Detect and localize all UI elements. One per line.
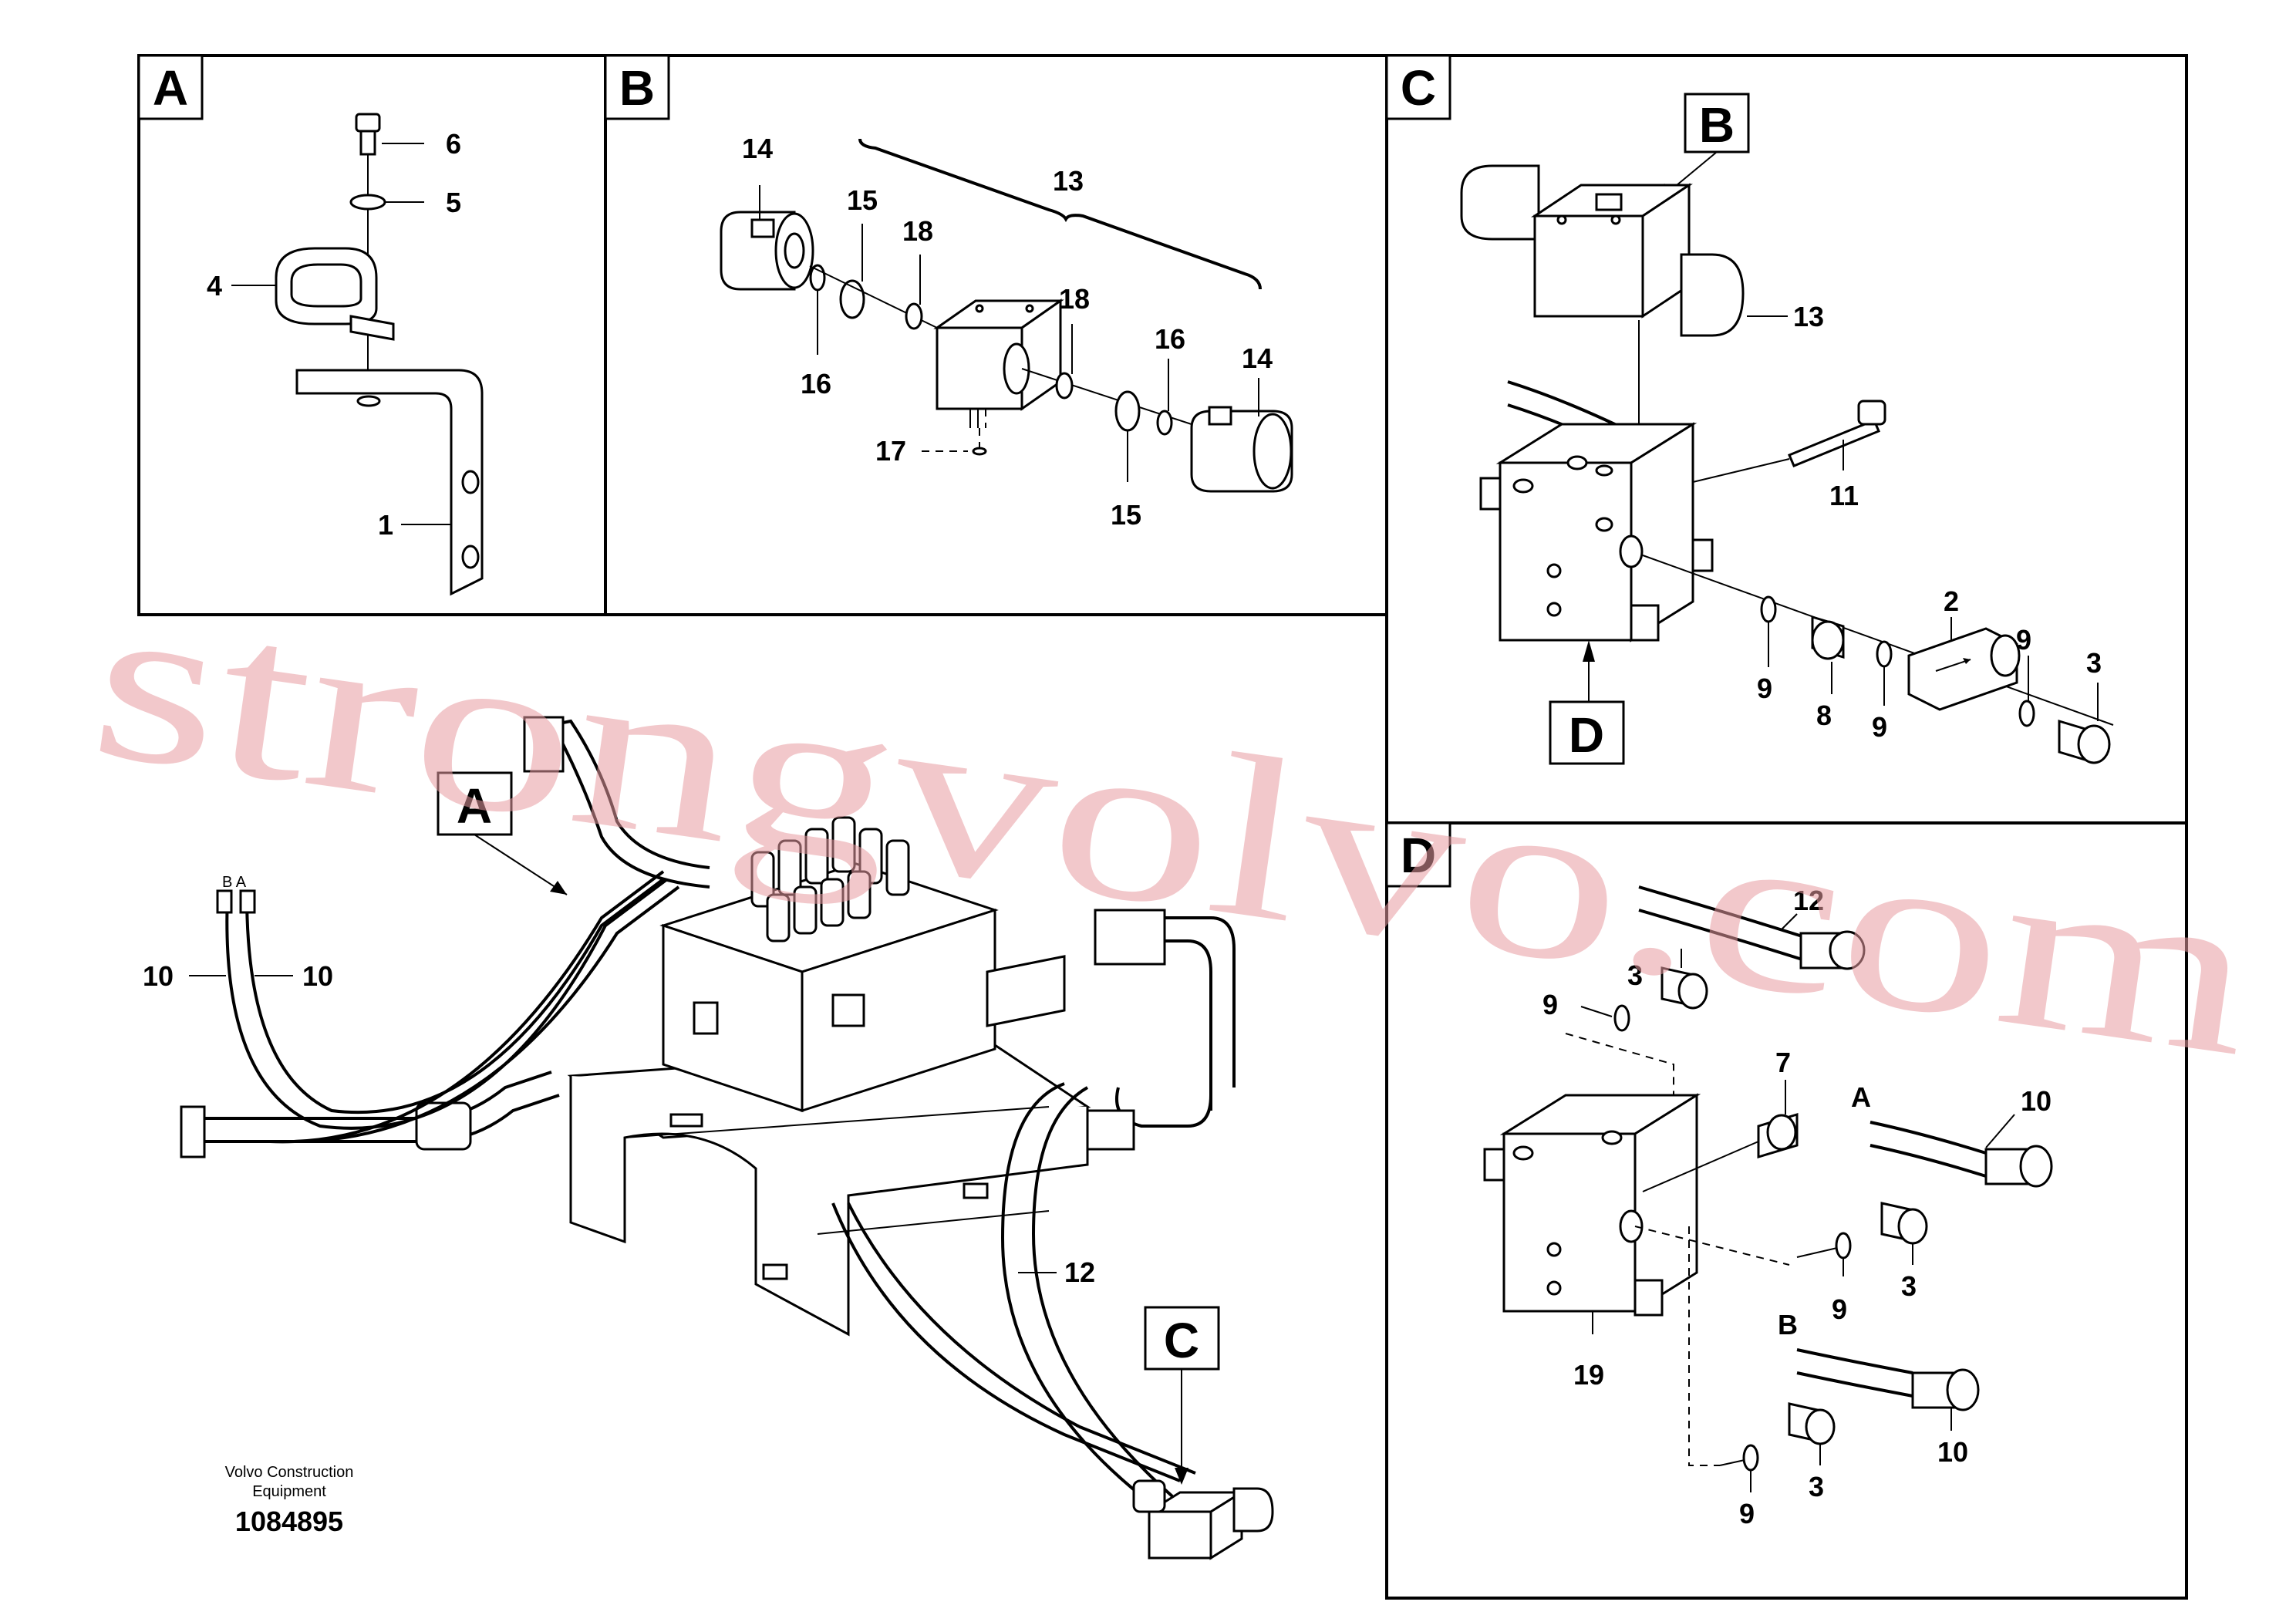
svg-text:9: 9 <box>1757 673 1772 704</box>
main-control-valve <box>659 816 999 1113</box>
svg-text:B: B <box>619 60 655 116</box>
callout-a-main: A <box>437 771 568 895</box>
check-valve-part-2 <box>1907 627 2021 711</box>
svg-text:D: D <box>1401 828 1436 883</box>
svg-text:Volvo Construction: Volvo Construction <box>225 1464 354 1481</box>
svg-text:2: 2 <box>1944 585 1959 617</box>
bracket-part-1 <box>295 369 484 596</box>
oring-part-15-right <box>1114 390 1141 432</box>
fitting-part-8 <box>1811 615 1845 660</box>
svg-text:12: 12 <box>1064 1256 1095 1288</box>
panel-b-tag: B <box>604 54 670 120</box>
svg-text:13: 13 <box>1793 301 1824 332</box>
panel-a-parts: 6 5 4 1 <box>207 113 484 596</box>
oring-part-9-mid <box>1835 1232 1852 1259</box>
coil-part-14-right <box>1190 406 1293 493</box>
svg-text:13: 13 <box>1053 165 1084 197</box>
oring-part-9-a <box>1760 595 1777 623</box>
svg-text:7: 7 <box>1775 1047 1791 1078</box>
washer-part-5 <box>349 194 386 211</box>
document-number: 1084895 <box>235 1506 343 1537</box>
svg-text:9: 9 <box>1739 1498 1755 1529</box>
panel-c-tag: C <box>1385 54 1451 120</box>
svg-text:9: 9 <box>1872 711 1887 743</box>
svg-text:18: 18 <box>1059 283 1090 315</box>
svg-text:1: 1 <box>378 509 393 541</box>
svg-text:8: 8 <box>1816 700 1832 731</box>
callout-c-main: C <box>1144 1306 1220 1485</box>
panel-d-frame <box>1385 821 2188 1600</box>
svg-text:C: C <box>1164 1313 1199 1368</box>
svg-text:B: B <box>1699 97 1735 153</box>
panel-a-tag: A <box>137 54 204 120</box>
panel-c-parts: B 13 <box>1460 93 2114 765</box>
hose-end-tags: B A <box>222 874 247 891</box>
svg-text:15: 15 <box>1111 499 1141 531</box>
svg-text:3: 3 <box>1901 1270 1917 1302</box>
oring-part-16-right <box>1156 410 1173 436</box>
svg-text:14: 14 <box>742 133 773 164</box>
panel-d-parts: 12 3 9 19 7 <box>1483 885 2053 1529</box>
oring-part-9-top <box>1613 1004 1630 1032</box>
svg-text:9: 9 <box>2016 624 2031 656</box>
remote-valve-assembly <box>1132 1479 1274 1560</box>
coil-part-14-left <box>720 211 814 291</box>
svg-text:3: 3 <box>1809 1471 1824 1502</box>
svg-text:5: 5 <box>446 187 461 218</box>
svg-text:A: A <box>1851 1081 1871 1113</box>
svg-text:D: D <box>1569 707 1604 763</box>
oring-part-9-c <box>2018 700 2035 727</box>
svg-text:A: A <box>153 60 188 116</box>
svg-text:3: 3 <box>2086 647 2102 679</box>
svg-text:16: 16 <box>1155 323 1185 355</box>
panel-b-parts: 13 14 16 15 18 <box>720 133 1293 531</box>
svg-text:10: 10 <box>2021 1085 2052 1117</box>
svg-text:10: 10 <box>302 960 333 992</box>
svg-text:19: 19 <box>1573 1359 1604 1391</box>
svg-text:3: 3 <box>1627 959 1643 991</box>
svg-text:9: 9 <box>1832 1293 1847 1325</box>
oring-part-18-right <box>1055 372 1074 400</box>
svg-text:12: 12 <box>1793 885 1824 916</box>
manifold-part-19 <box>1483 1093 1701 1317</box>
oring-part-9-bottom <box>1742 1444 1759 1472</box>
callout-b: B <box>1657 93 1750 201</box>
clamp-part-4 <box>275 247 395 341</box>
svg-text:10: 10 <box>143 960 174 992</box>
main-assembly-view: B A 10 10 A 12 C <box>143 716 1274 1560</box>
svg-text:C: C <box>1401 60 1436 116</box>
svg-text:6: 6 <box>446 128 461 160</box>
publisher-block: Volvo Construction Equipment 1084895 <box>225 1464 354 1537</box>
svg-text:15: 15 <box>847 184 878 216</box>
svg-text:17: 17 <box>875 435 906 467</box>
svg-text:4: 4 <box>207 270 222 302</box>
panel-d-tag: D <box>1385 821 1451 888</box>
svg-text:B: B <box>1778 1309 1798 1340</box>
svg-text:11: 11 <box>1829 480 1859 511</box>
valve-cartridge-body <box>933 298 1064 428</box>
solenoid-valve-part-13 <box>1460 164 1745 337</box>
svg-text:18: 18 <box>902 215 933 247</box>
svg-text:9: 9 <box>1542 989 1558 1020</box>
pin-part-17 <box>972 447 987 456</box>
watermark-text: strongvolvo.com <box>79 548 2269 1105</box>
callout-d: D <box>1549 640 1625 765</box>
bolt-part-11 <box>1788 400 1886 467</box>
svg-text:10: 10 <box>1937 1436 1968 1468</box>
bolt-part-6 <box>355 113 381 156</box>
svg-text:16: 16 <box>801 368 831 400</box>
oring-part-9-b <box>1876 640 1893 668</box>
svg-text:Equipment: Equipment <box>252 1483 326 1500</box>
svg-text:A: A <box>457 778 492 834</box>
fitting-part-3 <box>2058 719 2111 764</box>
svg-text:14: 14 <box>1242 342 1273 374</box>
manifold-block <box>1479 422 1714 642</box>
oring-part-18-left <box>905 302 923 330</box>
